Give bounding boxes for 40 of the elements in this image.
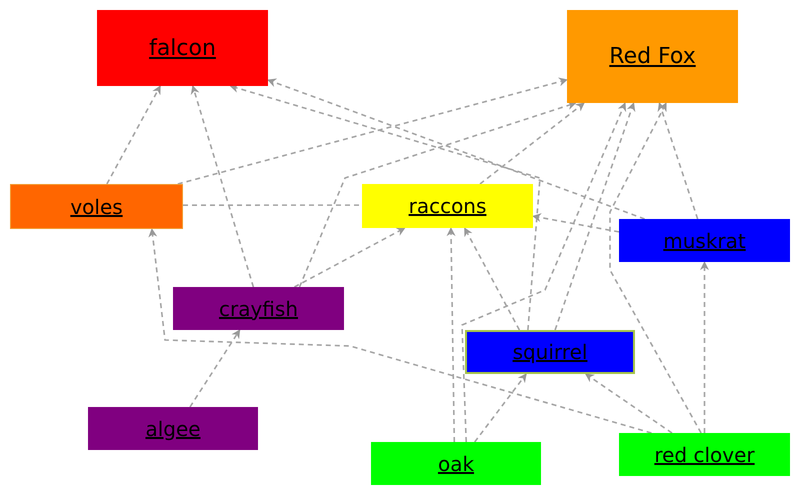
arrow: [532, 213, 620, 233]
arrow: [189, 329, 240, 408]
arrow: [609, 102, 702, 434]
species-name: Red Fox: [609, 43, 696, 71]
arrow: [446, 227, 456, 442]
arrow: [267, 78, 645, 220]
arrow: [294, 227, 406, 288]
species-name: raccons: [408, 193, 486, 220]
arrow: [584, 373, 672, 434]
arrow: [190, 85, 254, 288]
species-name: voles: [70, 194, 123, 220]
arrow: [480, 102, 585, 185]
arrow: [658, 102, 698, 220]
arrow: [106, 85, 161, 184]
arrow: [298, 101, 576, 288]
species-box: [97, 10, 268, 86]
arrow: [464, 227, 520, 330]
arrow: [554, 102, 636, 330]
species-box: [619, 433, 790, 476]
species-box: [362, 184, 533, 228]
species-name: algee: [145, 416, 201, 442]
species-name: squirrel: [512, 339, 588, 366]
species-box: [371, 442, 541, 485]
arrow: [700, 261, 709, 433]
species-box: [10, 184, 183, 229]
species-box: [567, 10, 738, 103]
species-box: [173, 287, 344, 330]
arrow: [230, 84, 541, 330]
species-name: muskrat: [663, 228, 746, 254]
species-box: [465, 330, 635, 374]
species-box: [619, 219, 790, 262]
arrow: [461, 102, 626, 442]
arrow: [148, 228, 652, 434]
arrow: [178, 78, 568, 185]
species-box: [88, 407, 258, 450]
species-name: crayfish: [218, 296, 298, 322]
species-name: red clover: [654, 442, 755, 468]
species-name: falcon: [149, 34, 216, 62]
arrow: [474, 373, 527, 442]
species-name: oak: [438, 450, 474, 478]
